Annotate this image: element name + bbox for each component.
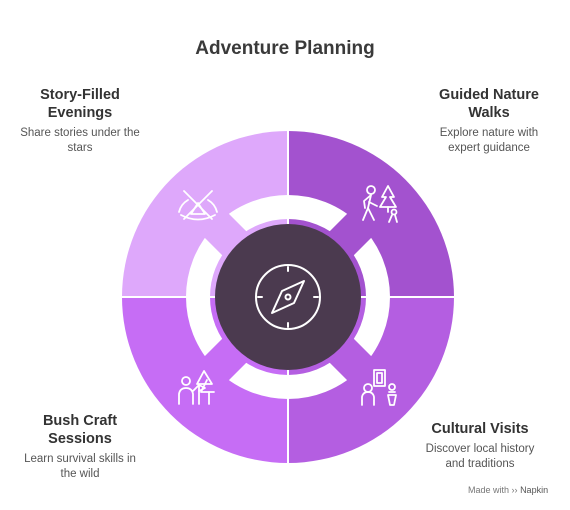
person-tree-flag-icon xyxy=(178,370,215,405)
heading-line-1: Cultural Visits xyxy=(431,421,529,437)
made-with-text: Made with xyxy=(468,485,510,495)
heading-cultural-visits: Cultural Visits xyxy=(410,420,550,438)
desc-line-1: Explore nature with xyxy=(439,127,539,139)
desc-line-1: Share stories under the xyxy=(20,127,140,139)
desc-line-2: stars xyxy=(67,142,93,154)
desc-story-filled-evenings: Share stories under the stars xyxy=(10,126,150,156)
heading-line-1: Bush Craft xyxy=(42,413,118,429)
tent-campfire-icon xyxy=(178,190,218,221)
hikers-tree-icon xyxy=(362,185,398,223)
label-bush-craft-sessions: Bush Craft Sessions Learn survival skill… xyxy=(10,412,150,482)
center-circle xyxy=(215,224,361,370)
heading-line-2: Evenings xyxy=(47,105,113,121)
desc-cultural-visits: Discover local history and traditions xyxy=(410,442,550,472)
heading-line-1: Story-Filled xyxy=(40,87,120,103)
desc-line-1: Learn survival skills in xyxy=(24,453,136,465)
heading-line-2: Sessions xyxy=(48,431,112,447)
heading-bush-craft-sessions: Bush Craft Sessions xyxy=(10,412,150,448)
label-story-filled-evenings: Story-Filled Evenings Share stories unde… xyxy=(10,86,150,156)
made-with-footer: Made with ›› Napkin xyxy=(468,485,548,495)
heading-story-filled-evenings: Story-Filled Evenings xyxy=(10,86,150,122)
desc-line-2: expert guidance xyxy=(448,142,530,154)
desc-guided-nature-walks: Explore nature with expert guidance xyxy=(419,126,559,156)
heading-line-1: Guided Nature xyxy=(439,87,539,103)
desc-line-2: and traditions xyxy=(445,458,515,470)
heading-line-2: Walks xyxy=(468,105,510,121)
napkin-logo-icon: ›› xyxy=(511,485,518,495)
label-guided-nature-walks: Guided Nature Walks Explore nature with … xyxy=(419,86,559,156)
desc-line-1: Discover local history xyxy=(425,443,535,455)
heading-guided-nature-walks: Guided Nature Walks xyxy=(419,86,559,122)
label-cultural-visits: Cultural Visits Discover local history a… xyxy=(410,420,550,472)
compass-icon xyxy=(255,264,321,330)
museum-visitor-icon xyxy=(361,369,397,406)
desc-bush-craft-sessions: Learn survival skills in the wild xyxy=(10,452,150,482)
napkin-brand-text: Napkin xyxy=(520,485,549,495)
page-title: Adventure Planning xyxy=(195,38,375,59)
desc-line-2: the wild xyxy=(60,468,100,480)
